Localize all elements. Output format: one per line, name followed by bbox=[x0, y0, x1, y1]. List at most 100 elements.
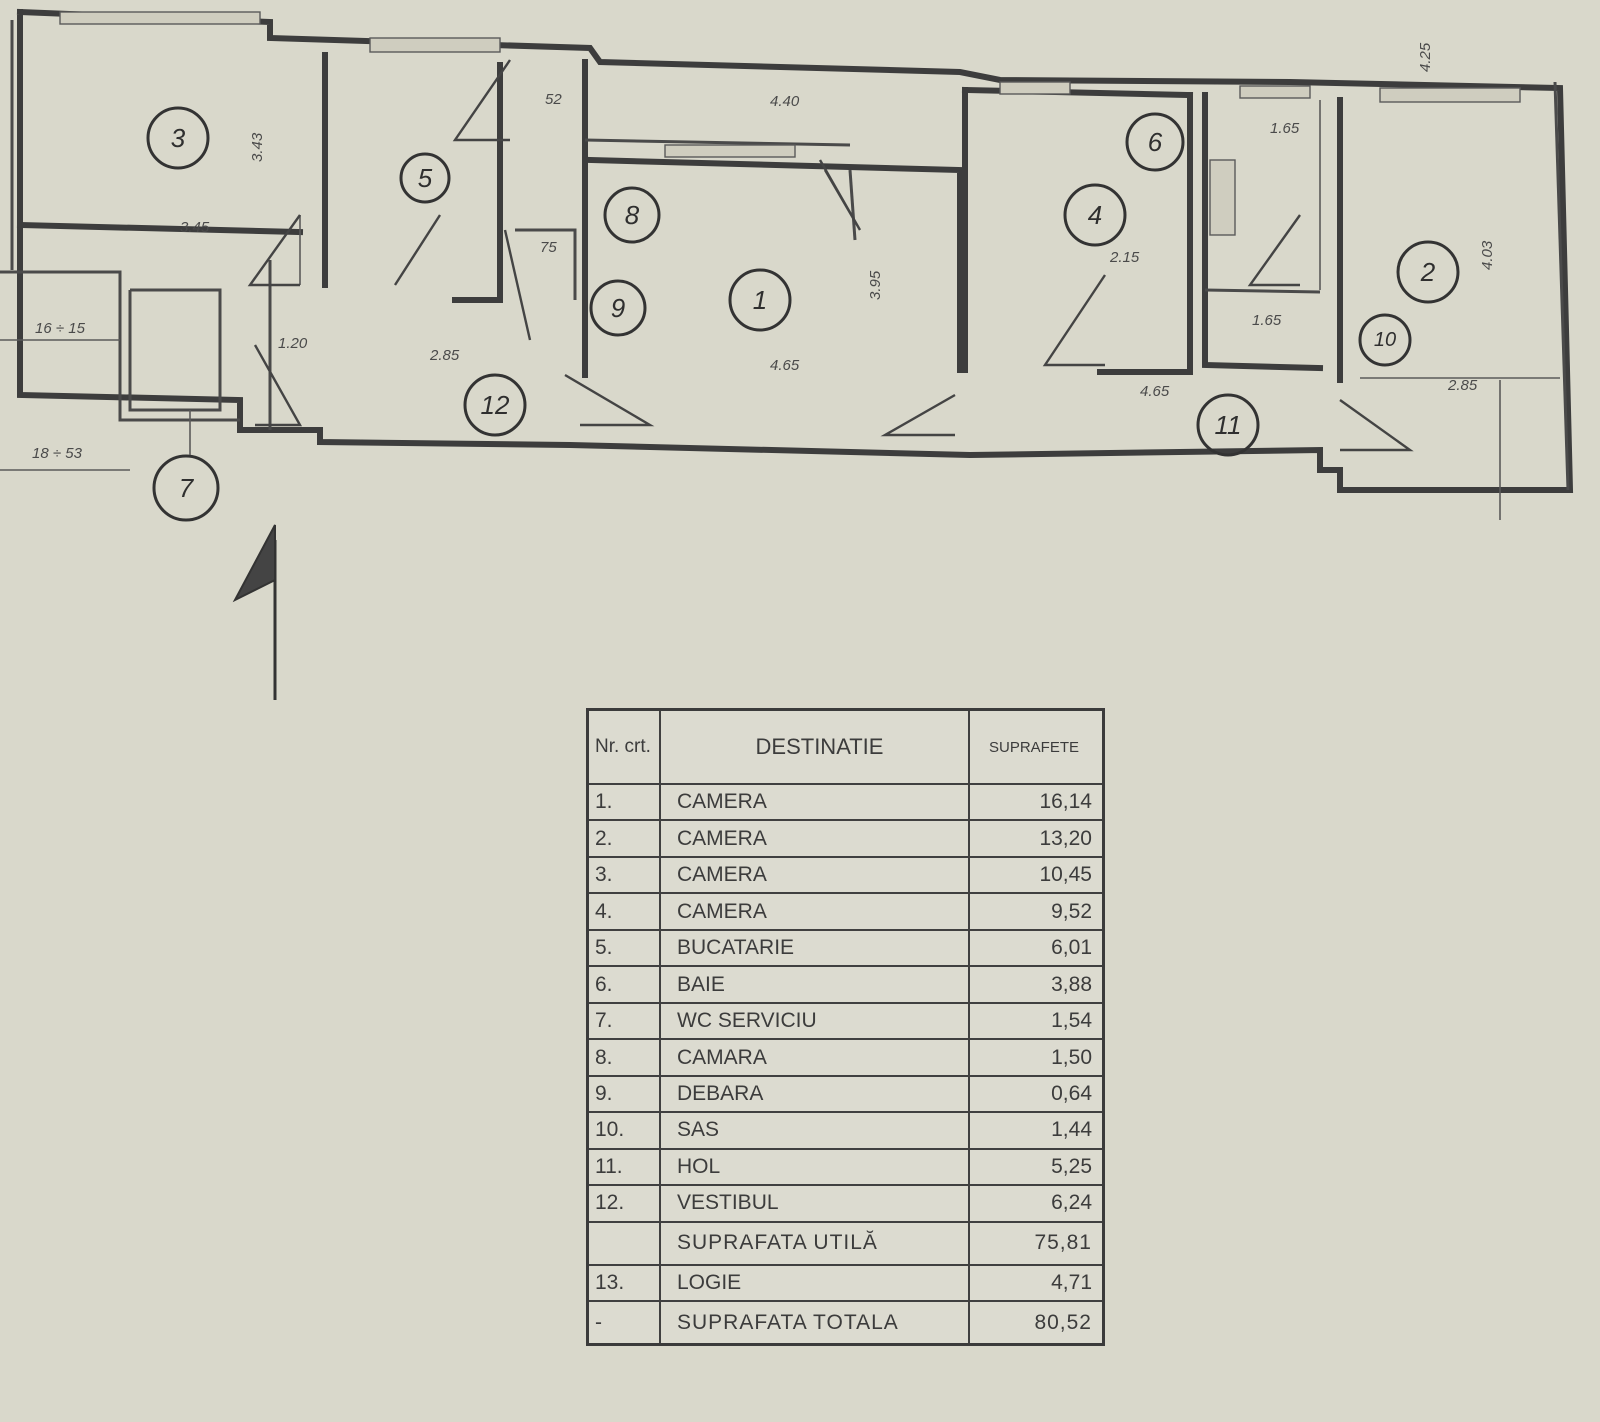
room-label-8: 8 bbox=[625, 200, 640, 230]
row-suprafata: 13,20 bbox=[968, 819, 1105, 858]
row-destinatie: CAMERA bbox=[659, 855, 970, 895]
row-number bbox=[586, 1220, 661, 1266]
room-marker-9 bbox=[589, 279, 647, 337]
outer-walls bbox=[0, 8, 1574, 493]
row-suprafata: 1,44 bbox=[968, 1111, 1105, 1150]
room-marker-8 bbox=[603, 186, 661, 244]
row-suprafata: 80,52 bbox=[968, 1300, 1105, 1346]
room-label-3: 3 bbox=[171, 123, 186, 153]
row-suprafata: 5,25 bbox=[968, 1147, 1105, 1187]
row-number: 4. bbox=[586, 892, 661, 931]
header-suprafete: SUPRAFETE bbox=[968, 708, 1105, 785]
row-number: 13. bbox=[586, 1263, 661, 1303]
row-destinatie: BAIE bbox=[659, 965, 970, 1004]
room-label-10: 10 bbox=[1374, 329, 1396, 351]
room-label-4: 4 bbox=[1088, 200, 1102, 230]
header-destinatie: DESTINATIE bbox=[659, 708, 970, 785]
room-marker-12 bbox=[463, 373, 527, 437]
row-destinatie: VESTIBUL bbox=[659, 1184, 970, 1223]
windows bbox=[59, 11, 1521, 236]
dim-label: 1.20 bbox=[278, 335, 308, 352]
row-suprafata: 3,88 bbox=[968, 965, 1105, 1004]
row-number: 11. bbox=[586, 1147, 661, 1187]
row-destinatie: CAMERA bbox=[659, 782, 970, 822]
dim-label: 1.65 bbox=[1270, 120, 1300, 137]
dim-label: 52 bbox=[545, 91, 562, 108]
room-marker-6 bbox=[1125, 112, 1185, 172]
row-destinatie: SAS bbox=[659, 1111, 970, 1150]
row-suprafata: 6,24 bbox=[968, 1184, 1105, 1223]
room-markers: 3 5 8 9 1 12 7 6 4 2 10 11 bbox=[146, 106, 1460, 522]
row-destinatie: SUPRAFATA TOTALA bbox=[659, 1300, 970, 1346]
header-nr: Nr. crt. bbox=[586, 708, 661, 785]
row-number: 8. bbox=[586, 1038, 661, 1077]
dim-label: 4.65 bbox=[1140, 383, 1170, 400]
room-marker-3 bbox=[146, 106, 210, 170]
row-number: 2. bbox=[586, 819, 661, 858]
dim-label: 1.65 bbox=[1252, 312, 1282, 329]
dim-label: 18 ÷ 53 bbox=[32, 445, 83, 462]
row-number: 12. bbox=[586, 1184, 661, 1223]
row-suprafata: 1,54 bbox=[968, 1001, 1105, 1041]
dim-label: 3.95 bbox=[867, 270, 884, 300]
dim-label: 4.65 bbox=[770, 357, 800, 374]
room-label-7: 7 bbox=[179, 473, 195, 503]
row-number: 7. bbox=[586, 1001, 661, 1041]
row-destinatie: DEBARA bbox=[659, 1074, 970, 1114]
dim-label: 4.25 bbox=[1417, 42, 1434, 72]
dim-label: 16 ÷ 15 bbox=[35, 320, 86, 337]
north-arrow bbox=[232, 524, 277, 700]
row-destinatie: BUCATARIE bbox=[659, 928, 970, 968]
dim-label: 3.43 bbox=[249, 132, 266, 162]
row-destinatie: HOL bbox=[659, 1147, 970, 1187]
room-label-6: 6 bbox=[1148, 127, 1163, 157]
room-label-1: 1 bbox=[753, 285, 767, 315]
row-number: 9. bbox=[586, 1074, 661, 1114]
row-destinatie: CAMARA bbox=[659, 1038, 970, 1077]
room-marker-10 bbox=[1358, 313, 1412, 367]
row-number: 5. bbox=[586, 928, 661, 968]
row-suprafata: 6,01 bbox=[968, 928, 1105, 968]
inner-walls bbox=[16, 52, 1343, 430]
row-number: 3. bbox=[586, 855, 661, 895]
room-marker-2 bbox=[1396, 240, 1460, 304]
doors bbox=[247, 59, 1414, 452]
room-label-12: 12 bbox=[481, 390, 510, 420]
row-number: - bbox=[586, 1300, 661, 1346]
dimension-labels: 3.45 4.65 4.65 2.85 2.85 4.40 1.65 1.65 … bbox=[32, 42, 1496, 462]
dim-label: 4.40 bbox=[770, 93, 800, 110]
dimension-lines bbox=[0, 339, 1560, 520]
row-number: 6. bbox=[586, 965, 661, 1004]
dim-label: 75 bbox=[540, 239, 557, 256]
row-destinatie: WC SERVICIU bbox=[659, 1001, 970, 1041]
room-marker-11 bbox=[1196, 393, 1260, 457]
floor-plan: 3 5 8 9 1 12 7 6 4 2 10 11 3.45 4.65 4.6… bbox=[0, 8, 1574, 700]
dim-label: 2.85 bbox=[1447, 377, 1478, 394]
row-destinatie: LOGIE bbox=[659, 1263, 970, 1303]
row-suprafata: 1,50 bbox=[968, 1038, 1105, 1077]
room-label-9: 9 bbox=[611, 293, 625, 323]
room-marker-7 bbox=[152, 454, 220, 522]
row-suprafata: 0,64 bbox=[968, 1074, 1105, 1114]
row-suprafata: 9,52 bbox=[968, 892, 1105, 931]
dim-label: 2.85 bbox=[429, 347, 460, 364]
room-label-2: 2 bbox=[1420, 257, 1436, 287]
row-suprafata: 75,81 bbox=[968, 1220, 1105, 1266]
dim-label: 3.45 bbox=[180, 219, 210, 236]
